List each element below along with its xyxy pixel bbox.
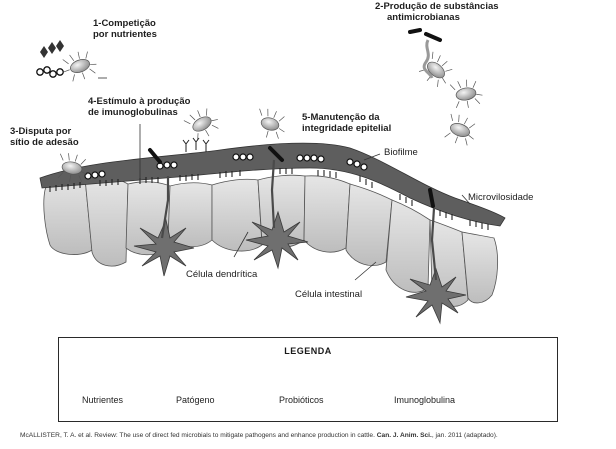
pathogens	[57, 51, 483, 183]
label-microvillus: Microvilosidade	[468, 192, 534, 203]
intestinal-cell	[84, 176, 129, 267]
intestinal-cell	[461, 231, 498, 304]
dendritic-cell	[245, 210, 309, 270]
pathogen-icon	[183, 108, 219, 141]
label-integrity: 5-Manutenção da integridade epitelial	[302, 112, 392, 134]
pathogen-icon	[62, 51, 97, 82]
intestinal-cell	[385, 199, 431, 293]
pathogen-icon	[444, 113, 476, 146]
label-immunoglobulin: 4-Estímulo à produção de imunoglobulinas	[88, 96, 191, 118]
microvilli	[49, 168, 489, 230]
pathogen-icon	[418, 51, 453, 87]
biofilm-layer	[39, 142, 506, 227]
legend-title: LEGENDA	[284, 346, 332, 356]
label-biofilm: Biofilme	[384, 147, 418, 158]
label-antimicrobial: 2-Produção de substâncias antimicrobiana…	[375, 1, 499, 23]
nutrient-cluster	[40, 40, 64, 58]
legend-box: LEGENDA Nutrientes Patógeno Probióticos …	[58, 337, 558, 422]
dendritic-cell	[133, 218, 195, 277]
label-dendritic-cell: Célula dendrítica	[186, 269, 258, 280]
legend-label-probiotics: Probióticos	[279, 395, 324, 405]
intestinal-epithelium	[43, 174, 498, 307]
label-competition: 1-Competição por nutrientes	[93, 18, 157, 40]
label-adhesion: 3-Disputa por sítio de adesão	[10, 126, 79, 148]
intestinal-cell	[303, 175, 351, 253]
probiotic-rods	[148, 28, 442, 208]
intestinal-cell	[345, 183, 393, 266]
probiotic-chain	[36, 66, 64, 78]
intestinal-cell	[211, 178, 263, 252]
legend-label-immunoglobulin: Imunoglobulina	[394, 395, 456, 405]
legend-label-pathogen: Patógeno	[176, 395, 215, 405]
figure-citation: McALLISTER, T. A. et al. Review: The use…	[20, 432, 498, 439]
probiotic-cells	[84, 153, 368, 180]
legend-label-nutrients: Nutrientes	[82, 395, 124, 405]
pointer-lines	[98, 77, 471, 281]
pathogen-icon	[449, 79, 483, 109]
pathogen-icon	[57, 153, 88, 183]
label-intestinal-cell: Célula intestinal	[295, 289, 363, 300]
dendrite-processes	[160, 159, 438, 281]
immunoglobulins	[182, 137, 210, 152]
pathogen-icon	[259, 108, 285, 139]
dendritic-cells	[133, 210, 467, 325]
dendritic-cell	[405, 267, 467, 325]
antimicrobial-stream	[422, 39, 434, 79]
